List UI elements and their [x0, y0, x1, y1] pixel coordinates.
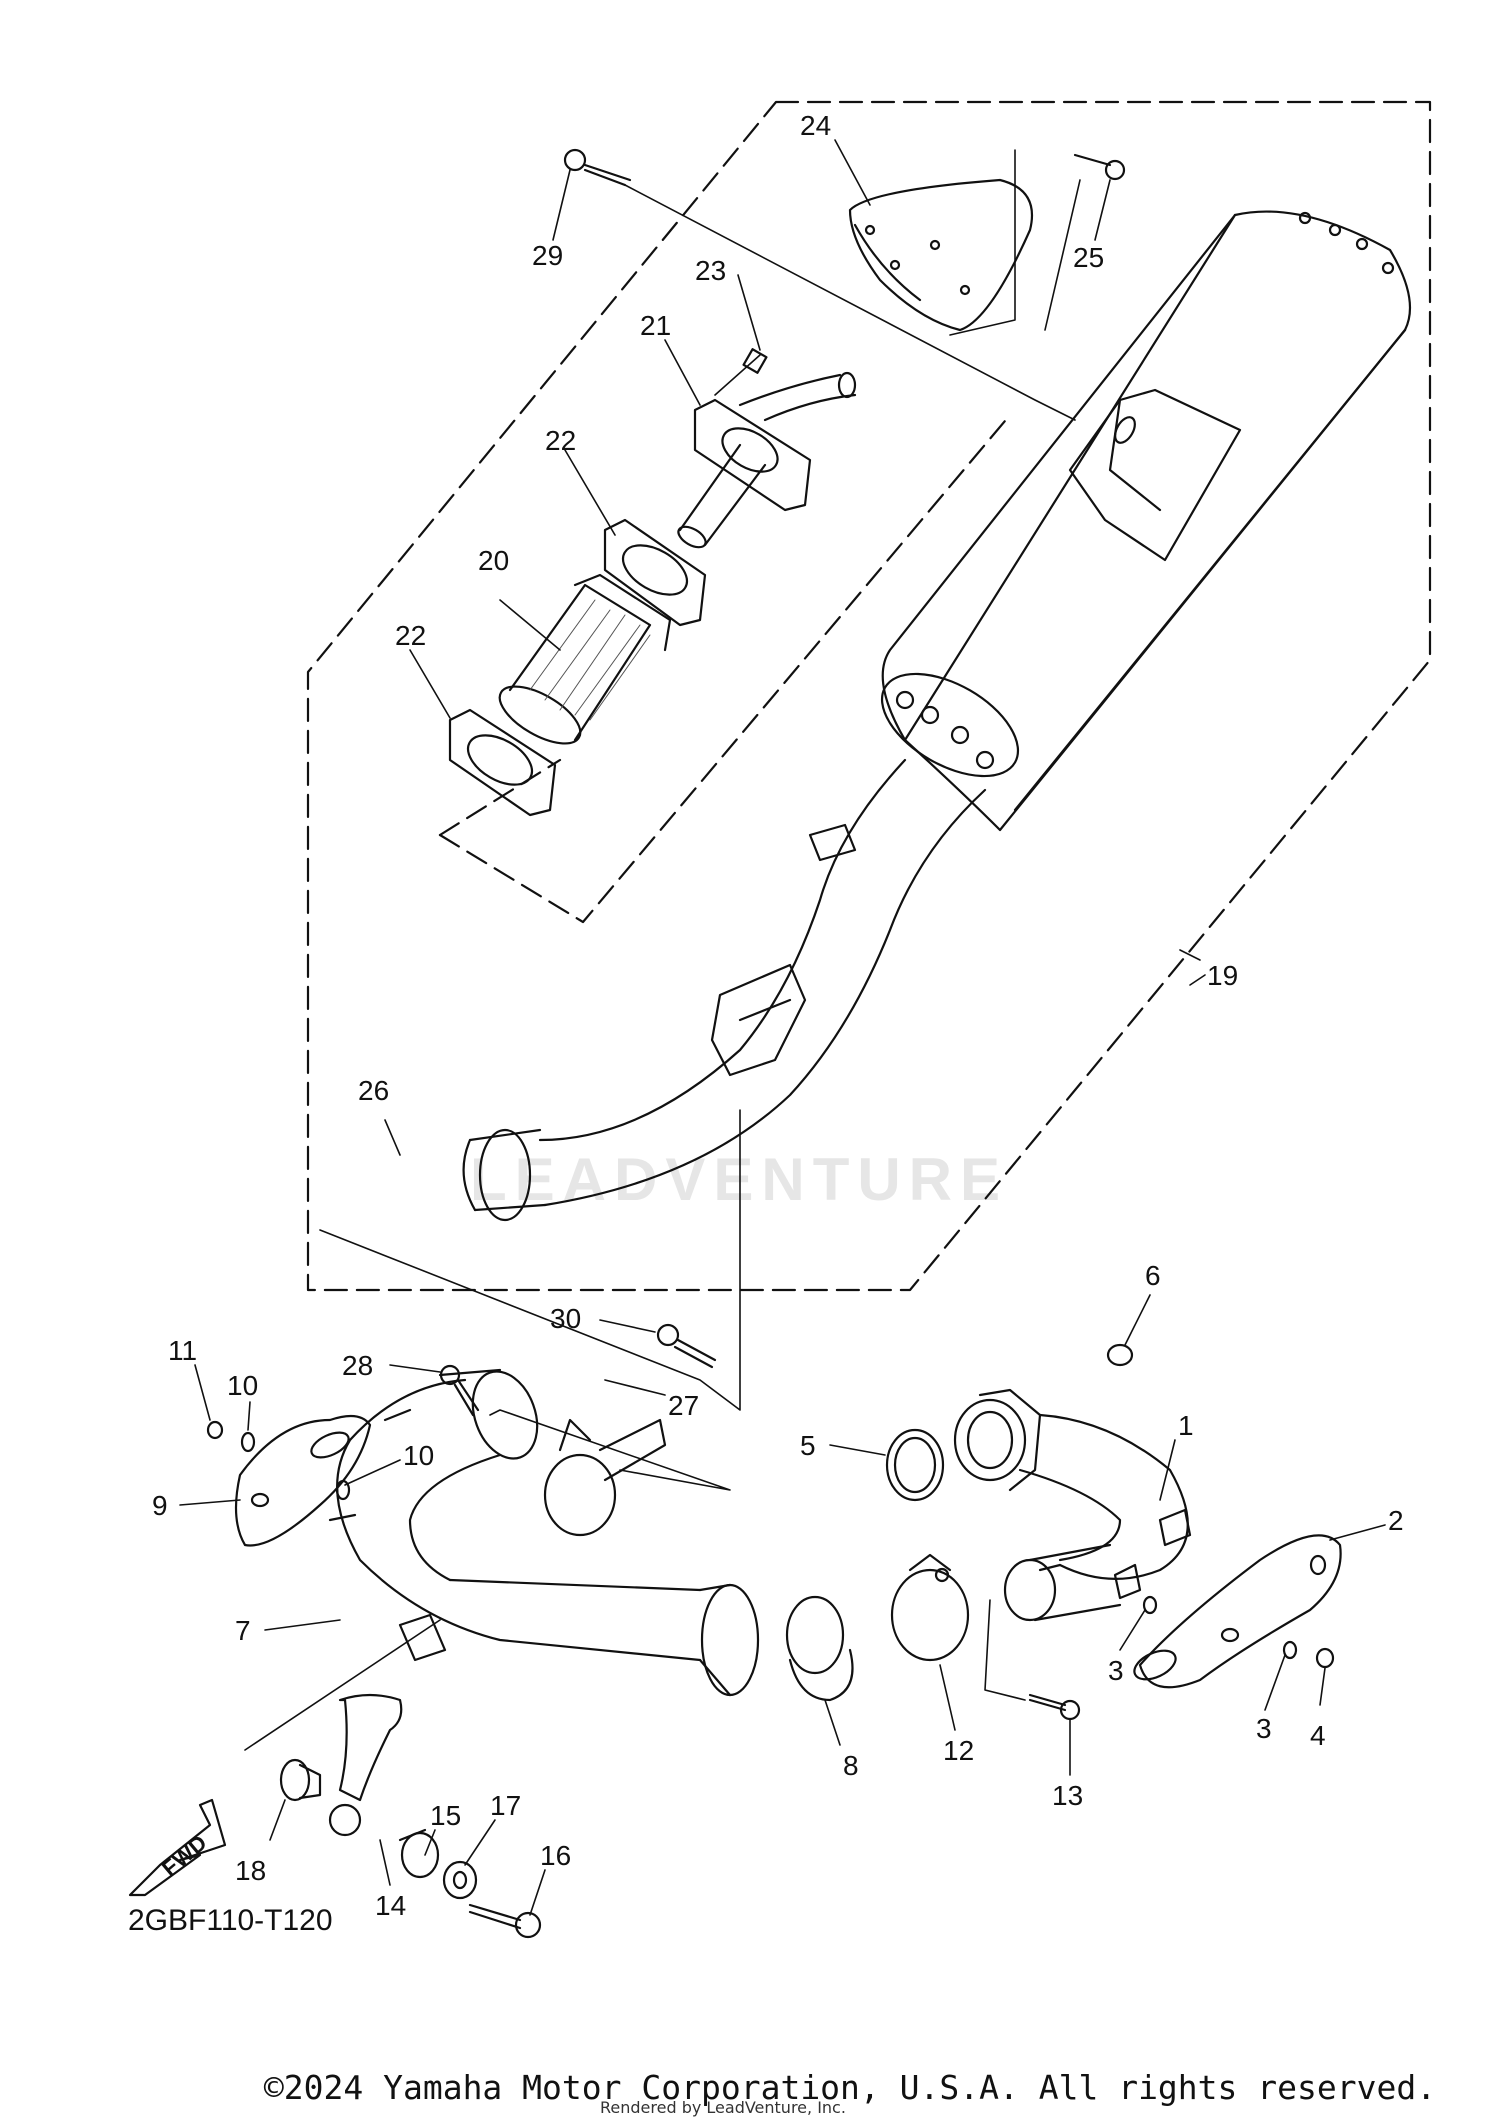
rendered-by-text: Rendered by LeadVenture, Inc. — [600, 2098, 846, 2117]
collar-18 — [244, 1619, 441, 1802]
heat-shield-front — [1133, 1534, 1342, 1689]
callout-13: 13 — [1052, 1780, 1083, 1811]
gasket-lower — [448, 708, 557, 817]
callout-18: 18 — [235, 1855, 266, 1886]
tail-pipe — [677, 371, 857, 549]
callout-17: 17 — [490, 1790, 521, 1821]
callout-19: 19 — [1207, 960, 1238, 991]
callout-16: 16 — [540, 1840, 571, 1871]
callout-28: 28 — [342, 1350, 373, 1381]
sleeve-8 — [785, 1595, 854, 1702]
callout-12: 12 — [943, 1735, 974, 1766]
bolt-25 — [1073, 153, 1126, 181]
callout-3a: 3 — [1108, 1655, 1124, 1686]
callout-10a: 10 — [227, 1370, 258, 1401]
diagram-code: 2GBF110-T120 — [128, 1904, 333, 1937]
damper-15 — [398, 1828, 440, 1879]
bolt-13 — [984, 1599, 1081, 1721]
gasket-upper — [603, 518, 707, 627]
callout-22a: 22 — [545, 425, 576, 456]
washer-17 — [442, 1860, 478, 1900]
callout-29: 29 — [532, 240, 563, 271]
callout-10b: 10 — [403, 1440, 434, 1471]
callout-1: 1 — [1178, 1410, 1194, 1441]
callout-6: 6 — [1145, 1260, 1161, 1291]
gasket-5 — [885, 1428, 945, 1502]
callout-20: 20 — [478, 545, 509, 576]
nut-6 — [1106, 1343, 1134, 1367]
copyright-notice: ©2024 Yamaha Motor Corporation, U.S.A. A… — [263, 2068, 1437, 2107]
muffler-body — [462, 210, 1412, 1222]
callout-26: 26 — [358, 1075, 389, 1106]
heat-shield-rear — [234, 1414, 372, 1547]
bolt-23 — [742, 348, 768, 374]
callout-24: 24 — [800, 110, 831, 141]
callout-14: 14 — [375, 1890, 406, 1921]
callout-2: 2 — [1388, 1505, 1404, 1536]
clamp-27 — [489, 1409, 731, 1537]
forward-arrow-icon — [128, 1798, 227, 1897]
callout-25: 25 — [1073, 242, 1104, 273]
muffler-assembly-outline — [306, 100, 1432, 1292]
clamp-12 — [890, 1553, 970, 1662]
callout-23: 23 — [695, 255, 726, 286]
bolt-16 — [468, 1903, 542, 1939]
callout-7: 7 — [235, 1615, 251, 1646]
callout-labels: 1 2 3 3 4 5 6 7 8 9 10 10 11 12 13 14 15… — [128, 110, 1404, 1937]
callout-15: 15 — [430, 1800, 461, 1831]
bolt-30 — [656, 1323, 717, 1369]
callout-27: 27 — [668, 1390, 699, 1421]
spark-arrestor-outline — [438, 413, 1012, 924]
rear-header-pipe — [328, 1368, 760, 1697]
callout-30: 30 — [550, 1303, 581, 1334]
callout-8: 8 — [843, 1750, 859, 1781]
mount-bracket-14 — [328, 1693, 403, 1837]
callout-22b: 22 — [395, 620, 426, 651]
callout-4: 4 — [1310, 1720, 1326, 1751]
end-cap — [848, 178, 1034, 332]
bolt-29 — [563, 148, 632, 187]
callout-11: 11 — [168, 1335, 197, 1366]
callout-21: 21 — [640, 310, 671, 341]
callout-3b: 3 — [1256, 1713, 1272, 1744]
callout-5: 5 — [800, 1430, 816, 1461]
callout-9: 9 — [152, 1490, 168, 1521]
spark-arrestor-screen — [498, 573, 672, 745]
bolt-28 — [439, 1364, 480, 1417]
fwd-label: FWD — [157, 1830, 211, 1881]
front-header-pipe — [953, 1388, 1192, 1622]
